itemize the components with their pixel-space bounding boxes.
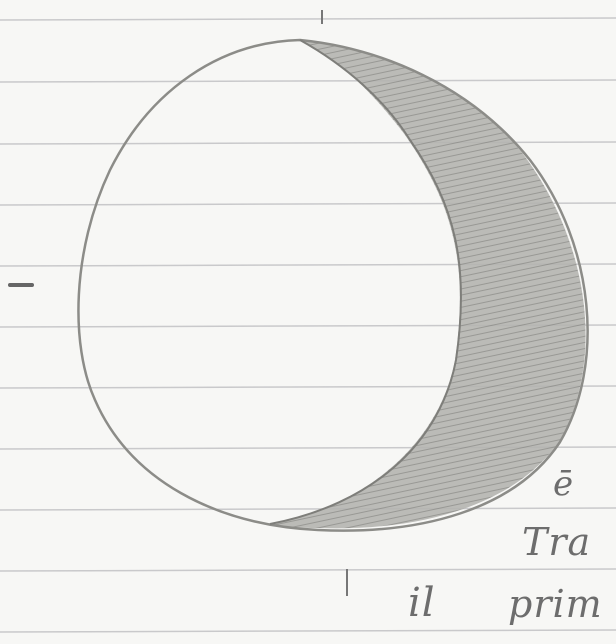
note-e: ē	[553, 464, 574, 504]
note-prim: prim	[508, 582, 603, 626]
note-il: il	[408, 580, 436, 626]
moon-shadow	[270, 40, 586, 528]
note-tra: Tra	[522, 520, 591, 564]
